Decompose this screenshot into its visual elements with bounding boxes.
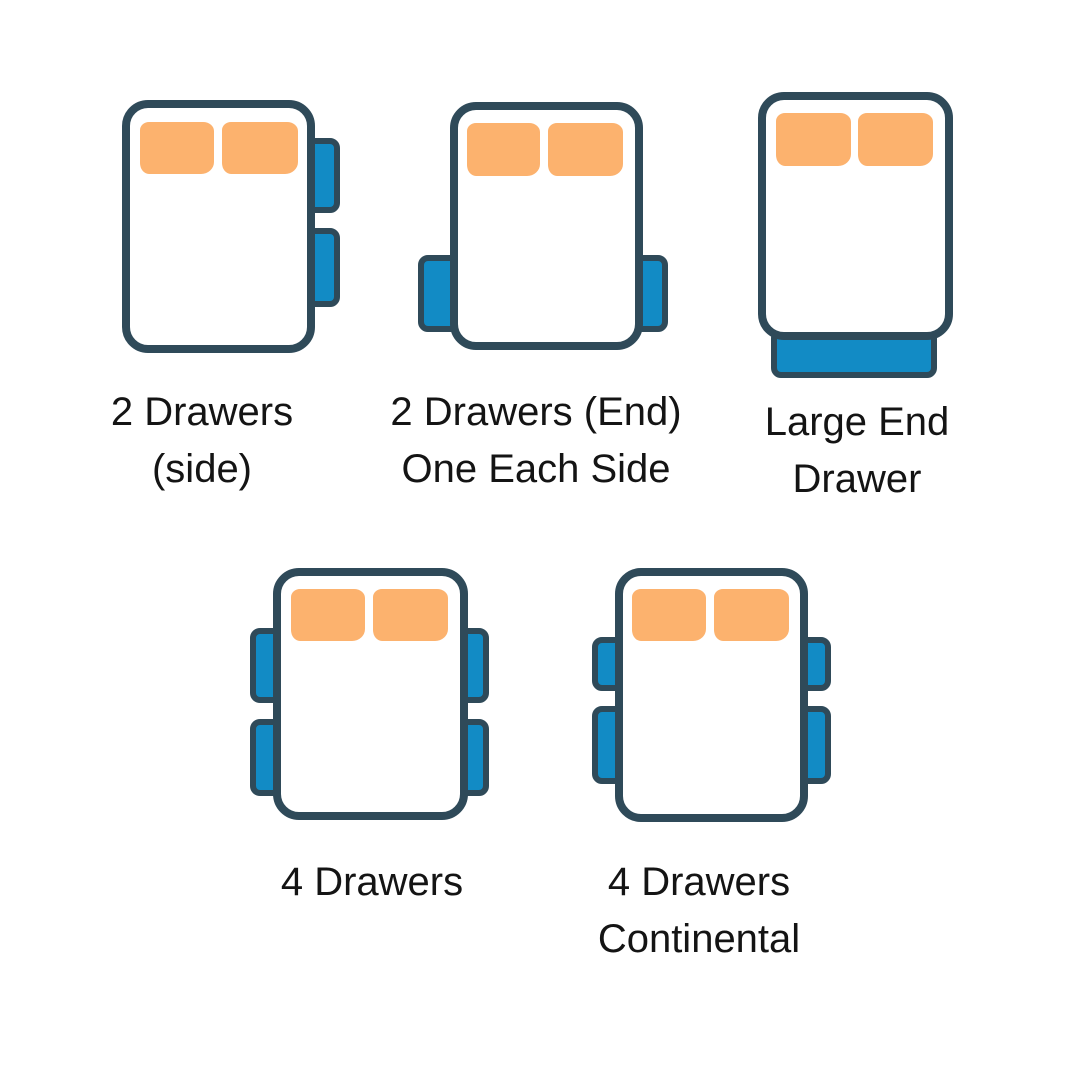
pillow-right <box>714 589 789 641</box>
pillow-left <box>776 113 851 166</box>
pillow-right <box>858 113 933 166</box>
pillow-right <box>222 122 298 174</box>
pillow-right <box>373 589 448 641</box>
pillow-right <box>548 123 623 176</box>
pillow-left <box>632 589 706 641</box>
figure-label: 2 Drawers (side) <box>110 390 294 491</box>
figure-label: Large End Drawer <box>764 400 950 501</box>
pillow-left <box>291 589 365 641</box>
pillow-left <box>140 122 214 174</box>
figure-label: 4 Drawers Continental <box>597 860 801 961</box>
figure-label: 2 Drawers (End) One Each Side <box>390 390 682 491</box>
pillow-left <box>467 123 540 176</box>
figure-label: 4 Drawers <box>280 860 464 904</box>
